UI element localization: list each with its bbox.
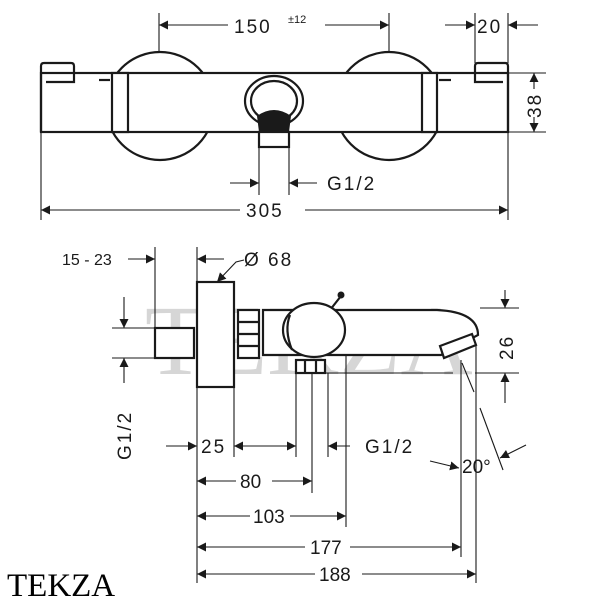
dim-center-spacing: 150 xyxy=(234,17,272,38)
connector-thread xyxy=(257,110,291,132)
brand-logo: TEKZA xyxy=(7,568,115,600)
right-handle-ring xyxy=(420,71,439,134)
left-handle-ring xyxy=(110,71,130,134)
top-view: 150 ±12 20 38 G1/2 305 xyxy=(39,13,546,222)
dim-80: 80 xyxy=(240,472,261,493)
thermostat-handle xyxy=(281,301,347,359)
spout-angle: 20° xyxy=(462,457,491,478)
dim-total-width: 305 xyxy=(246,201,284,222)
dim-spout-height: 26 xyxy=(497,335,518,360)
dim-188: 188 xyxy=(319,565,351,586)
wall-flange xyxy=(195,280,236,389)
dim-103: 103 xyxy=(253,507,285,528)
handle-knob xyxy=(337,291,345,299)
top-outlet-thread: G1/2 xyxy=(327,174,376,195)
left-end-cap xyxy=(39,61,76,132)
dim-177: 177 xyxy=(310,538,342,559)
outlet-stub xyxy=(257,130,291,149)
dim-center-tolerance: ±12 xyxy=(288,14,306,26)
right-end-cap xyxy=(473,61,510,132)
bottom-outlet-nut xyxy=(294,358,327,375)
dim-25: 25 xyxy=(201,437,226,458)
side-view: 15 - 23 Ø 68 G1/2 26 25 G1/2 80 xyxy=(62,247,527,586)
bottom-outlet-thread: G1/2 xyxy=(365,437,414,458)
dim-diameter: Ø 68 xyxy=(244,250,293,271)
wall-inlet-stub xyxy=(153,326,196,360)
dim-height: 38 xyxy=(525,93,546,118)
dim-wall-offset: 15 - 23 xyxy=(62,252,112,269)
inlet-thread: G1/2 xyxy=(115,411,136,460)
dim-cap: 20 xyxy=(477,17,502,38)
